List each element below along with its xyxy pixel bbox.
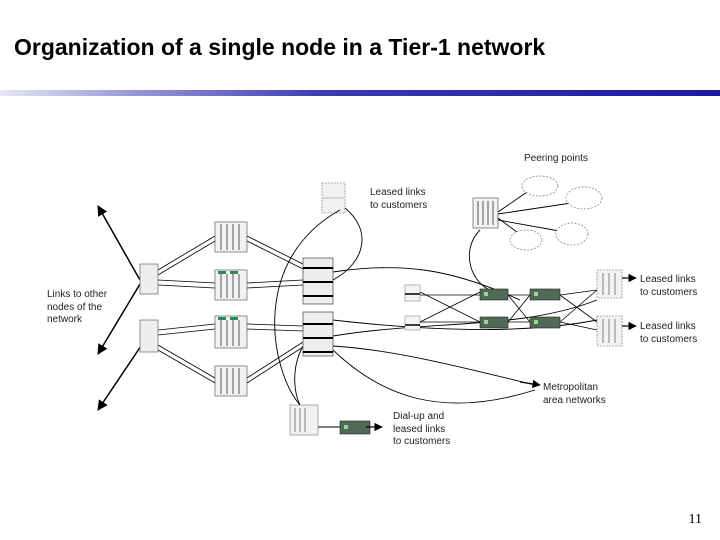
label-peering-points: Peering points	[524, 153, 588, 164]
page-number: 11	[688, 512, 702, 527]
access-modems	[339, 288, 561, 435]
leased-to-dialup-link	[274, 209, 341, 406]
label-leased-right-1: Leased links to customers	[640, 274, 698, 298]
metro-arrows	[366, 379, 541, 432]
label-leased-top: Leased links to customers	[370, 187, 428, 211]
label-dialup: Dial-up and leased links to customers	[393, 411, 451, 447]
core-mesh	[419, 289, 598, 331]
label-links-other-nodes: Links to other nodes of the network	[47, 289, 108, 325]
distribution-modules	[404, 284, 421, 331]
backbone-links	[157, 235, 304, 384]
title-divider	[0, 90, 720, 96]
peering-links	[497, 189, 579, 239]
core-connections	[294, 207, 598, 428]
external-node-arrows	[97, 205, 146, 411]
leased-routers-right	[596, 269, 623, 347]
customer-arrows-right	[622, 273, 637, 331]
peering-clouds	[509, 175, 603, 251]
slide-title: Organization of a single node in a Tier-…	[14, 34, 546, 60]
peering-router	[472, 197, 499, 229]
dialup-access-server	[289, 404, 319, 436]
label-leased-right-2: Leased links to customers	[640, 321, 698, 345]
leased-router-top	[321, 182, 346, 214]
label-metropolitan: Metropolitan area networks	[543, 382, 606, 406]
rack-switches	[214, 221, 248, 397]
core-routers	[302, 257, 334, 357]
left-routers	[139, 263, 159, 353]
